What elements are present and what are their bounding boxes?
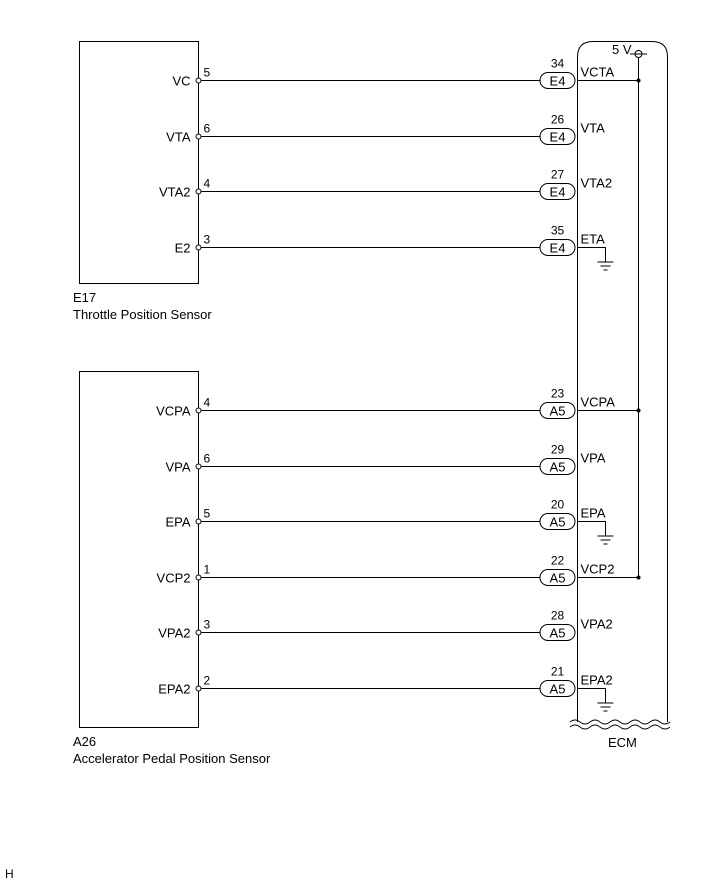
ground-wire xyxy=(577,688,606,703)
ecm-connector-pill xyxy=(539,569,576,586)
sensor-pin-number: 2 xyxy=(204,674,211,688)
ecm-terminal-label: VPA xyxy=(581,451,606,466)
ecm-pin-number: 21 xyxy=(551,665,565,679)
ground-wire xyxy=(577,521,606,536)
sensor-terminal-dot xyxy=(195,407,202,414)
sensor-terminal-label: VTA xyxy=(166,130,191,145)
ecm-connector-pill xyxy=(539,513,576,530)
sensor-terminal-label: VCPA xyxy=(156,404,191,419)
ecm-body xyxy=(577,41,668,722)
ecm-connector-code: E4 xyxy=(550,185,566,200)
ecm-pin-number: 35 xyxy=(551,224,565,238)
ecm-label: ECM xyxy=(608,735,637,750)
ecm-connector-code: A5 xyxy=(550,404,566,419)
sensor-terminal-label: VC xyxy=(172,74,190,89)
ecm-pin-number: 29 xyxy=(551,443,565,457)
ecm-break-line xyxy=(569,719,671,725)
sensor-terminal-dot xyxy=(195,685,202,692)
sensor-pin-number: 4 xyxy=(204,396,211,410)
ecm-pin-number: 28 xyxy=(551,609,565,623)
throttle-sensor-box xyxy=(79,41,199,284)
accelerator-sensor-name: Accelerator Pedal Position Sensor xyxy=(73,751,271,766)
sensor-terminal-dot xyxy=(195,77,202,84)
ecm-connector-code: A5 xyxy=(550,682,566,697)
sensor-terminal-dot xyxy=(195,518,202,525)
ecm-pin-number: 27 xyxy=(551,168,565,182)
sensor-terminal-dot xyxy=(195,574,202,581)
sensor-terminal-dot xyxy=(195,188,202,195)
sensor-terminal-label: VPA xyxy=(165,460,190,475)
footer-mark: H xyxy=(5,867,14,881)
ecm-pin-number: 23 xyxy=(551,387,565,401)
ground-wire xyxy=(577,247,606,262)
supply-junction-dot xyxy=(636,78,641,83)
sensor-terminal-label: EPA xyxy=(165,515,190,530)
throttle-sensor-code: E17 xyxy=(73,290,96,305)
ecm-connector-pill xyxy=(539,402,576,419)
sensor-terminal-label: VTA2 xyxy=(159,185,191,200)
sensor-terminal-label: VCP2 xyxy=(157,571,191,586)
ecm-connector-pill xyxy=(539,624,576,641)
ecm-supply-label: 5 V xyxy=(612,42,632,57)
ecm-terminal-label: VTA2 xyxy=(581,176,613,191)
ecm-terminal-label: VCPA xyxy=(581,395,616,410)
ecm-connector-code: E4 xyxy=(550,130,566,145)
sensor-pin-number: 6 xyxy=(204,452,211,466)
accelerator-sensor-code: A26 xyxy=(73,734,96,749)
ecm-connector-pill xyxy=(539,72,576,89)
sensor-pin-number: 5 xyxy=(204,66,211,80)
ecm-pin-number: 22 xyxy=(551,554,565,568)
ecm-pin-number: 34 xyxy=(551,57,565,71)
ecm-terminal-label: ETA xyxy=(581,232,606,247)
ecm-connector-pill xyxy=(539,128,576,145)
supply-junction-dot xyxy=(636,575,641,580)
ecm-connector-pill xyxy=(539,458,576,475)
sensor-terminal-dot xyxy=(195,244,202,251)
ecm-connector-code: E4 xyxy=(550,241,566,256)
ecm-connector-pill xyxy=(539,239,576,256)
ecm-pin-number: 26 xyxy=(551,113,565,127)
sensor-pin-number: 5 xyxy=(204,507,211,521)
ecm-connector-code: A5 xyxy=(550,571,566,586)
sensor-pin-number: 6 xyxy=(204,122,211,136)
ecm-terminal-label: VPA2 xyxy=(581,617,613,632)
ecm-pin-number: 20 xyxy=(551,498,565,512)
ecm-connector-code: E4 xyxy=(550,74,566,89)
ecm-terminal-label: VCP2 xyxy=(581,562,615,577)
sensor-terminal-label: VPA2 xyxy=(158,626,190,641)
sensor-terminal-label: E2 xyxy=(175,241,191,256)
ecm-terminal-label: EPA xyxy=(581,506,606,521)
sensor-pin-number: 3 xyxy=(204,233,211,247)
sensor-terminal-dot xyxy=(195,629,202,636)
ecm-connector-code: A5 xyxy=(550,460,566,475)
sensor-pin-number: 4 xyxy=(204,177,211,191)
ecm-terminal-label: VCTA xyxy=(581,65,615,80)
sensor-terminal-dot xyxy=(195,463,202,470)
sensor-pin-number: 3 xyxy=(204,618,211,632)
throttle-sensor-name: Throttle Position Sensor xyxy=(73,307,212,322)
ecm-connector-code: A5 xyxy=(550,626,566,641)
sensor-pin-number: 1 xyxy=(204,563,211,577)
sensor-terminal-dot xyxy=(195,133,202,140)
sensor-terminal-label: EPA2 xyxy=(158,682,190,697)
ecm-connector-pill xyxy=(539,680,576,697)
ecm-terminal-label: EPA2 xyxy=(581,673,613,688)
ecm-connector-pill xyxy=(539,183,576,200)
accelerator-sensor-box xyxy=(79,371,199,728)
ecm-terminal-label: VTA xyxy=(581,121,606,136)
ecm-break-line-lower xyxy=(569,724,671,730)
ecm-connector-code: A5 xyxy=(550,515,566,530)
supply-junction-dot xyxy=(636,408,641,413)
